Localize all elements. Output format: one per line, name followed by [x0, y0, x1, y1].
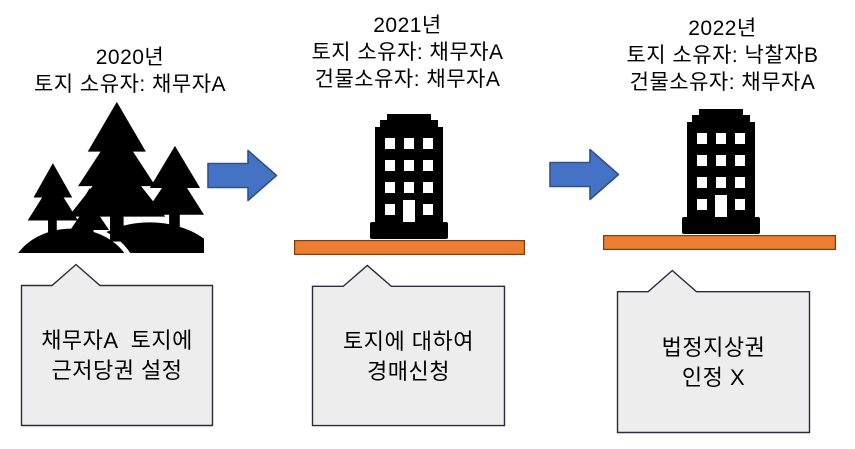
- land-owner-label: 토지 소유자: 채무자A: [33, 73, 227, 96]
- land-bar-shape: [603, 235, 836, 250]
- callout-2021: 토지에 대하여 경매신청: [311, 263, 506, 427]
- stage-2022-header: 2022년 토지 소유자: 낙찰자B 건물소유자: 채무자A: [590, 15, 855, 96]
- land-owner-label: 토지 소유자: 낙찰자B: [626, 44, 819, 67]
- forest-icon: [18, 100, 204, 253]
- forest-icon-shape: [18, 102, 204, 253]
- callout-text: 법정지상권 인정 X: [616, 291, 811, 434]
- arrow-shape: [208, 151, 277, 201]
- land-owner-label: 토지 소유자: 채무자A: [311, 41, 504, 64]
- building-icon: [369, 114, 449, 240]
- callout-text-line: 토지에 대하여: [342, 328, 475, 354]
- building-icon-shape: [682, 109, 760, 234]
- callout-box-shape: [616, 269, 811, 434]
- building-icon-shape: [370, 114, 448, 239]
- land-bar: [294, 240, 525, 255]
- land-bar: [603, 235, 836, 250]
- callout-box-shape: [311, 264, 506, 427]
- callout-2022: 법정지상권 인정 X: [616, 268, 811, 434]
- callout-box-shape: [20, 263, 214, 427]
- land-bar-shape: [294, 240, 525, 255]
- callout-text: 채무자A 토지에 근저당권 설정: [20, 285, 214, 427]
- building-owner-label: 건물소유자: 채무자A: [629, 71, 816, 94]
- callout-2020: 채무자A 토지에 근저당권 설정: [20, 262, 214, 427]
- callout-text-line: 경매신청: [367, 358, 450, 384]
- callout-text-line: 근저당권 설정: [51, 358, 183, 383]
- arrow-shape: [550, 150, 619, 200]
- stage-2020-header: 2020년 토지 소유자: 채무자A: [15, 44, 245, 98]
- stage-year-label: 2020년: [95, 46, 165, 69]
- stage-2021-header: 2021년 토지 소유자: 채무자A 건물소유자: 채무자A: [295, 12, 520, 93]
- callout-text: 토지에 대하여 경매신청: [311, 286, 506, 427]
- callout-text-line: 법정지상권: [661, 334, 766, 360]
- building-icon: [681, 109, 761, 235]
- arrow-right-icon: [549, 148, 620, 201]
- stage-year-label: 2021년: [373, 14, 442, 37]
- callout-text-line: 채무자A 토지에: [41, 328, 193, 353]
- arrow-right-icon: [207, 149, 278, 202]
- stage-year-label: 2022년: [688, 17, 757, 40]
- callout-text-line: 인정 X: [681, 364, 746, 390]
- building-owner-label: 건물소유자: 채무자A: [314, 68, 501, 91]
